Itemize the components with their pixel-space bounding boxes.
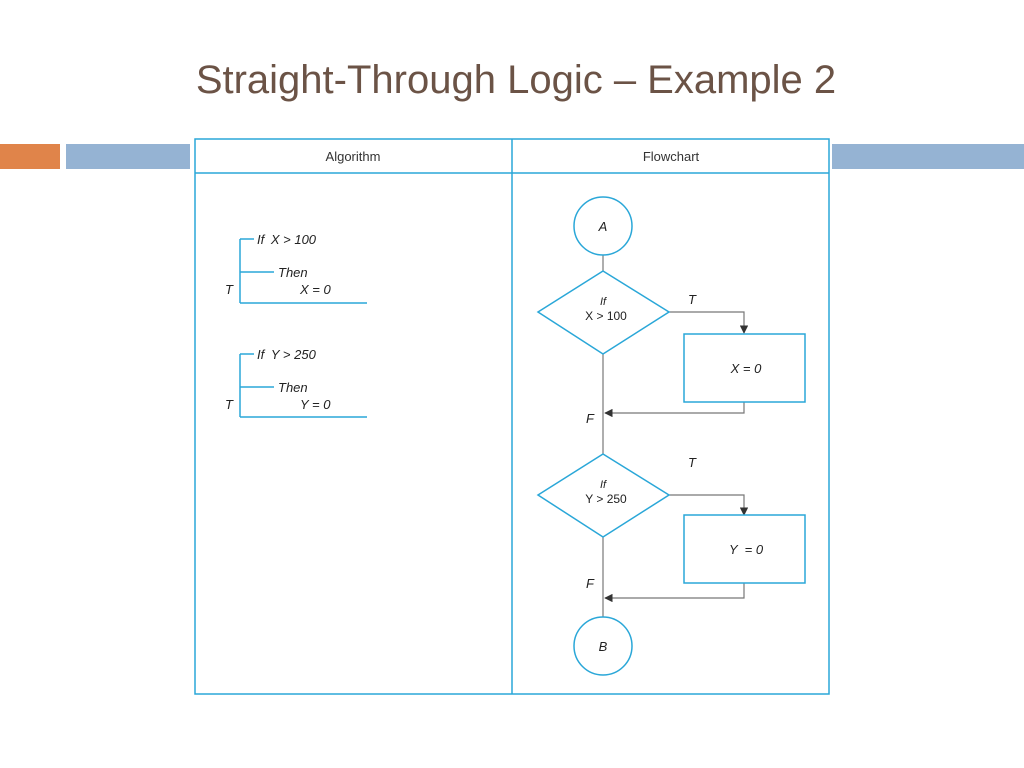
flow-lines (602, 255, 749, 617)
process-label: Y = 0 (729, 542, 764, 557)
algorithm-true-label: T (225, 397, 234, 412)
algorithm-block-2: If Y > 250 Then T Y = 0 (225, 347, 367, 418)
start-connector-label: A (598, 219, 608, 234)
algorithm-condition: X > 100 (270, 232, 317, 247)
decision-condition: X > 100 (585, 309, 627, 323)
algorithm-action: X = 0 (299, 282, 331, 297)
slide-title: Straight-Through Logic – Example 2 (195, 58, 837, 102)
decision-if-label: If (600, 296, 607, 308)
accent-bar-orange (0, 144, 60, 169)
algorithm-if-label: If (257, 347, 266, 362)
svg-text:If Y > 250: If Y > 250 (257, 347, 317, 362)
decision-true-label: T (688, 455, 697, 470)
header-flowchart: Flowchart (643, 149, 700, 164)
process-box-2: Y = 0 (683, 514, 806, 584)
decision-condition: Y > 250 (585, 492, 627, 506)
decision-false-label: F (586, 411, 595, 426)
start-connector: A (573, 196, 633, 256)
algorithm-then-label: Then (278, 265, 308, 280)
accent-bar-blue-right (832, 144, 1024, 169)
end-connector: B (573, 616, 633, 676)
decision-false-label: F (586, 576, 595, 591)
algorithm-condition: Y > 250 (271, 347, 317, 362)
algorithm-if-label: If (257, 232, 266, 247)
algorithm-action: Y = 0 (300, 397, 331, 412)
decision-1: If X > 100 (536, 270, 671, 355)
decision-2: If Y > 250 (536, 453, 671, 538)
process-label: X = 0 (730, 361, 762, 376)
end-connector-label: B (599, 639, 608, 654)
accent-bar-blue-left (66, 144, 190, 169)
header-algorithm: Algorithm (326, 149, 381, 164)
decision-if-label: If (600, 479, 607, 491)
algorithm-true-label: T (225, 282, 234, 297)
svg-text:If X > 100: If X > 100 (257, 232, 317, 247)
algorithm-block-1: If X > 100 Then T X = 0 (225, 232, 367, 304)
decision-true-label: T (688, 292, 697, 307)
process-box-1: X = 0 (683, 333, 806, 403)
algorithm-then-label: Then (278, 380, 308, 395)
